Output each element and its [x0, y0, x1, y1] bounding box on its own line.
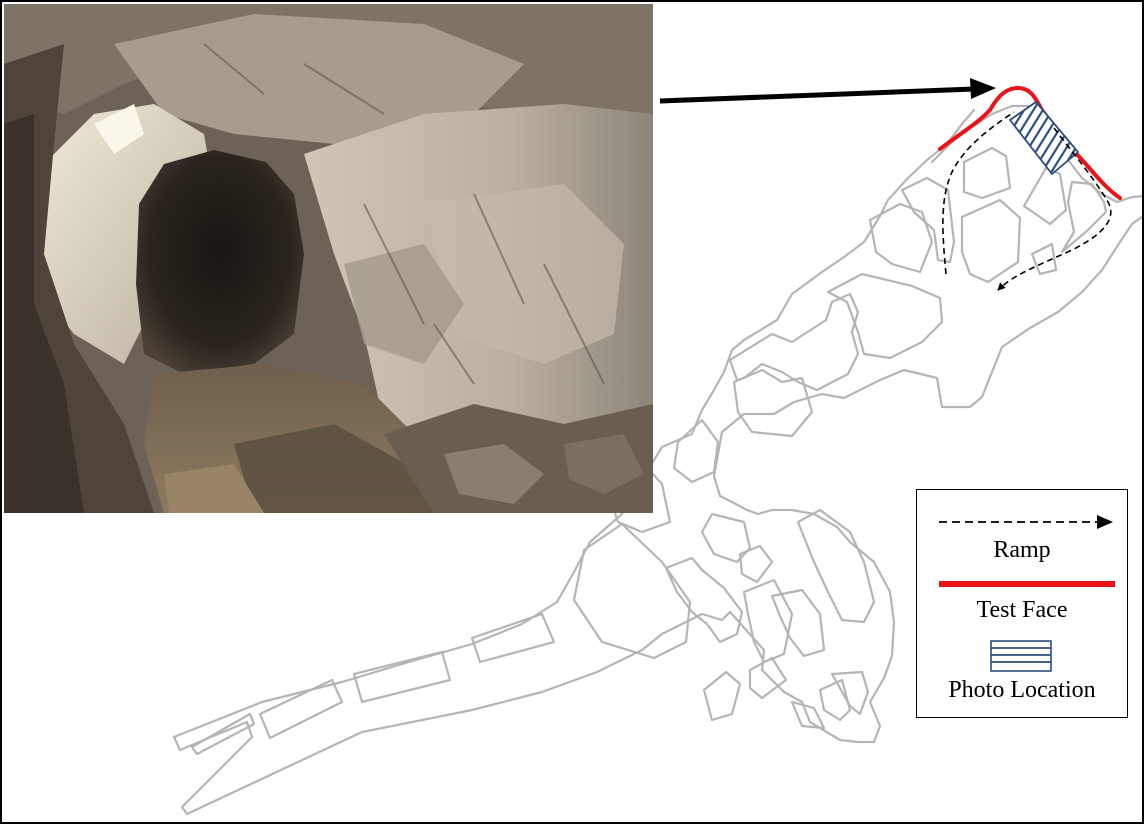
tunnel-photo-image — [4, 4, 653, 513]
dashed-arrow-icon — [939, 515, 1113, 529]
legend-test-face-label: Test Face — [976, 597, 1068, 623]
legend-ramp-label: Ramp — [993, 537, 1051, 563]
legend-photo-location-label: Photo Location — [948, 677, 1096, 703]
red-line-icon — [939, 581, 1115, 587]
pointer-arrow-icon — [659, 78, 996, 104]
photo-location-marker — [1008, 100, 1080, 176]
test-face-line — [938, 85, 1122, 200]
hatched-rectangle-icon — [990, 640, 1052, 672]
ramp-route — [942, 111, 1112, 291]
tunnel-photo — [4, 4, 653, 513]
legend: Ramp Test Face Photo Location — [916, 489, 1128, 718]
